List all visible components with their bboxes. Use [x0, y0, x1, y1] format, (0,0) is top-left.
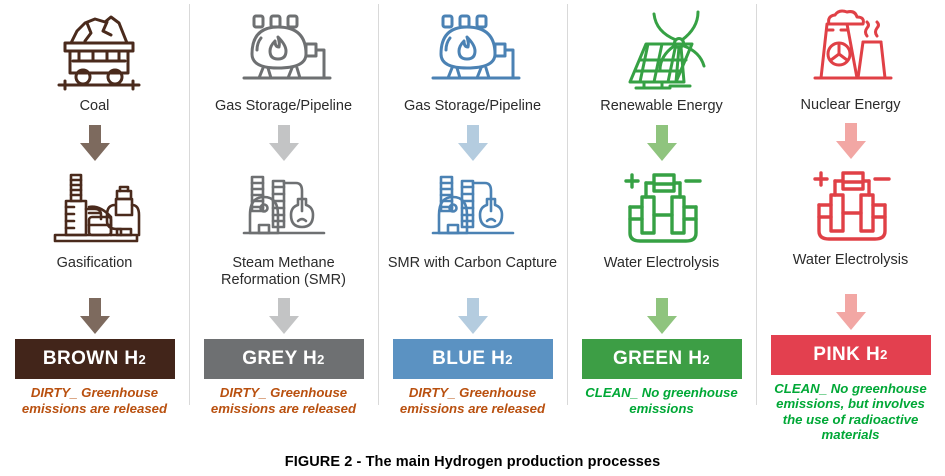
column-pink: Nuclear Energy: [756, 0, 945, 443]
bar-label: GREEN H: [612, 348, 703, 369]
bar-label: PINK H: [813, 343, 881, 365]
bar-subscript: 2: [317, 351, 325, 367]
gasification-plant-icon: [45, 166, 145, 252]
arrow-down-icon: [267, 293, 301, 339]
arrow-down-icon: [267, 120, 301, 166]
bar-subscript: 2: [702, 351, 710, 367]
electrolysis-cell-icon: [612, 166, 712, 252]
emissions-note: CLEAN_ No greenhouse emissions: [585, 385, 738, 416]
arrow-down-icon: [456, 293, 490, 339]
bar-subscript: 2: [880, 347, 888, 363]
column-blue: Gas Storage/Pipeline: [378, 0, 567, 443]
source-label: Gas Storage/Pipeline: [214, 98, 353, 114]
process-label: SMR with Carbon Capture: [387, 255, 558, 271]
column-grey: Gas Storage/Pipeline: [189, 0, 378, 443]
emissions-note: DIRTY_ Greenhouse emissions are released: [21, 385, 168, 416]
arrow-down-icon: [834, 119, 868, 164]
arrow-down-icon: [645, 120, 679, 166]
source-label: Gas Storage/Pipeline: [403, 98, 542, 114]
arrow-down-icon: [834, 290, 868, 335]
process-label: Water Electrolysis: [603, 255, 720, 271]
process-label: Water Electrolysis: [792, 252, 909, 269]
column-brown: Coal: [0, 0, 189, 443]
arrow-down-icon: [78, 120, 112, 166]
process-columns: Coal: [0, 0, 945, 443]
solar-wind-icon: [610, 4, 714, 96]
arrow-down-icon: [456, 120, 490, 166]
arrow-down-icon: [78, 293, 112, 339]
smr-plant-icon: [236, 166, 332, 252]
emissions-note: DIRTY_ Greenhouse emissions are released: [399, 385, 546, 416]
electrolysis-cell-icon: [801, 164, 901, 249]
bar-label: BLUE H: [432, 348, 506, 369]
nuclear-plant-icon: [801, 4, 901, 95]
process-label: Steam Methane Reformation (SMR): [221, 255, 346, 289]
emissions-note: CLEAN_ No greenhouse emissions, but invo…: [774, 380, 927, 443]
source-label: Renewable Energy: [600, 98, 723, 114]
bar-label: GREY H: [242, 348, 318, 369]
bar-subscript: 2: [138, 351, 147, 367]
arrow-down-icon: [645, 293, 679, 339]
gas-tank-flame-icon: [230, 4, 338, 96]
smr-plant-icon: [425, 166, 521, 252]
gas-tank-flame-icon: [419, 4, 527, 96]
bar-subscript: 2: [505, 351, 513, 367]
coal-cart-icon: [47, 4, 143, 96]
source-label: Coal: [79, 98, 110, 114]
figure-caption: FIGURE 2 - The main Hydrogen production …: [284, 454, 661, 470]
emissions-note: DIRTY_ Greenhouse emissions are released: [210, 385, 357, 416]
column-green: Renewable Energy: [567, 0, 756, 443]
bar-label: BROWN H: [42, 348, 139, 369]
source-label: Nuclear Energy: [800, 96, 901, 113]
process-label: Gasification: [56, 255, 133, 271]
